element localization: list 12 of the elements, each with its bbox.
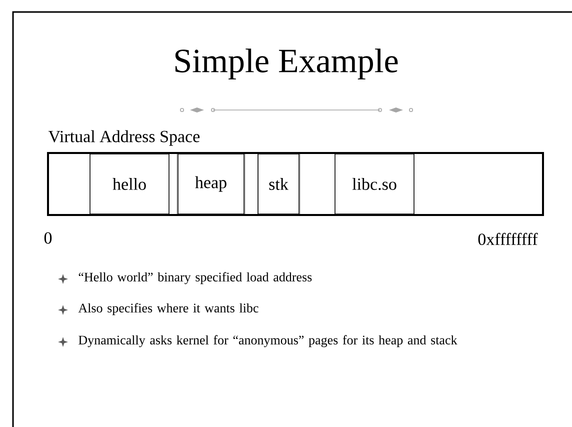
bullet-text: Dynamically asks kernel for “anonymous” pages for its heap and stack <box>78 335 458 348</box>
axis-label: 0xffffffff <box>478 232 538 246</box>
slide-title: Simple Example <box>175 48 398 80</box>
section-label: Virtual Address Space <box>48 130 200 146</box>
memory-segment: hello <box>90 154 170 214</box>
bullet-text: “Hello world” binary specified load address <box>78 272 312 284</box>
memory-segment: heap <box>178 154 244 214</box>
bullet-text: Also specifies where it wants libc <box>78 303 258 316</box>
memory-segment: stk <box>258 154 300 214</box>
address-space-bar <box>47 152 544 216</box>
axis-label: 0 <box>44 232 52 244</box>
memory-segment: libc.so <box>334 154 414 214</box>
